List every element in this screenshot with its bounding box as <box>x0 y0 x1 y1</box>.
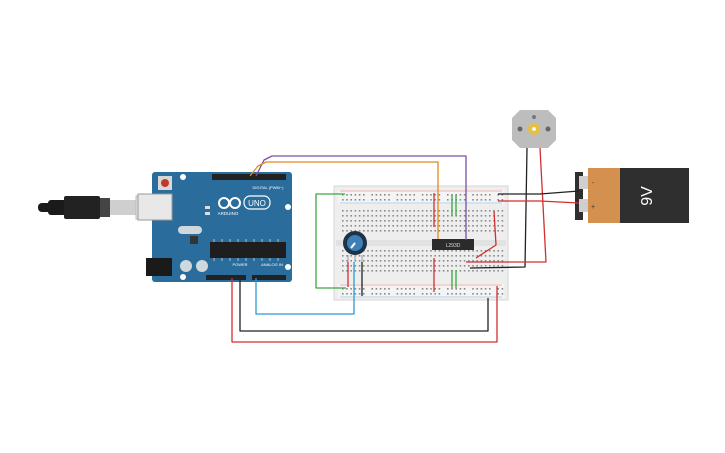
wire-orange[interactable] <box>249 161 439 239</box>
wire-black-gnd[interactable] <box>239 278 489 332</box>
battery-plus-sign: + <box>591 204 595 211</box>
wire-red-5v[interactable] <box>231 278 498 343</box>
wire-black-motor[interactable] <box>469 147 528 269</box>
wire-purple[interactable] <box>255 155 467 240</box>
capacitor-2 <box>196 260 208 272</box>
analog-header[interactable] <box>252 275 286 280</box>
digital-label: DIGITAL (PWM~) <box>253 185 285 190</box>
crystal <box>178 226 202 234</box>
battery-label: 9V <box>639 186 656 206</box>
potentiometer[interactable] <box>343 231 367 262</box>
battery-minus-sign: - <box>592 180 595 187</box>
power-header[interactable] <box>206 275 246 280</box>
wire-red-chip[interactable] <box>475 210 497 259</box>
wire-blue[interactable] <box>255 262 355 315</box>
analog-label: ANALOG IN <box>261 262 283 267</box>
arduino-logo-icon <box>218 197 241 209</box>
breadboard-holes[interactable] <box>342 194 504 295</box>
dc-motor[interactable] <box>512 110 556 148</box>
power-label: POWER <box>232 262 247 267</box>
digital-header[interactable] <box>212 174 286 180</box>
power-jack <box>146 258 172 276</box>
l293d-driver-chip[interactable]: L293D <box>432 239 474 250</box>
chip-label: L293D <box>446 243 461 249</box>
usb-port <box>137 193 173 221</box>
atmega-chip <box>210 242 286 258</box>
9v-battery[interactable]: 9V - + <box>575 168 689 223</box>
arduino-brand-text: ARDUINO <box>218 211 239 216</box>
wire-black-battery[interactable] <box>498 190 580 195</box>
uno-logo-text: UNO <box>248 199 266 208</box>
arduino-uno-board[interactable]: UNO ARDUINO DIGITAL (PWM~) POWER ANALOG … <box>137 172 292 282</box>
wire-green-left[interactable] <box>315 193 346 289</box>
wire-red-motor[interactable] <box>466 147 547 263</box>
wire-red-battery[interactable] <box>498 200 580 204</box>
breadboard[interactable] <box>333 185 509 301</box>
capacitor-1 <box>180 260 192 272</box>
